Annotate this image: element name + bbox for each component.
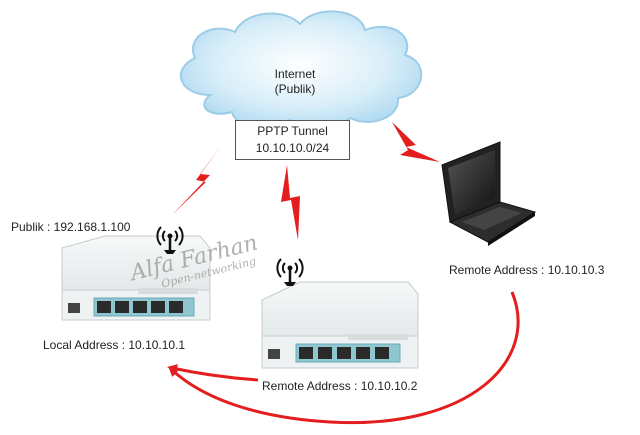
wireless-antenna-icon <box>276 258 304 286</box>
router-middle <box>261 281 419 369</box>
lightning-bolt-left <box>172 145 222 215</box>
router-left-local-label: Local Address : 10.10.10.1 <box>43 338 186 352</box>
cloud-label-line2: (Publik) <box>274 82 316 96</box>
pptp-tunnel-box: PPTP Tunnel 10.10.10.0/24 <box>235 120 350 160</box>
cloud-label: Internet (Publik) <box>240 67 350 97</box>
wireless-antenna-icon <box>156 226 184 254</box>
cloud-label-line1: Internet <box>274 67 316 81</box>
arrow-middle-to-local <box>167 364 259 382</box>
laptop <box>441 141 537 246</box>
lightning-bolt-middle <box>281 165 300 240</box>
lightning-bolt-right <box>392 122 440 162</box>
tunnel-title: PPTP Tunnel <box>257 124 328 138</box>
tunnel-network: 10.10.10.0/24 <box>255 141 330 155</box>
arrow-laptop-to-local <box>168 291 520 425</box>
router-middle-remote-label: Remote Address : 10.10.10.2 <box>262 379 418 393</box>
router-left <box>61 235 211 321</box>
router-left-public-label: Publik : 192.168.1.100 <box>11 220 131 234</box>
laptop-remote-label: Remote Address : 10.10.10.3 <box>449 263 605 277</box>
